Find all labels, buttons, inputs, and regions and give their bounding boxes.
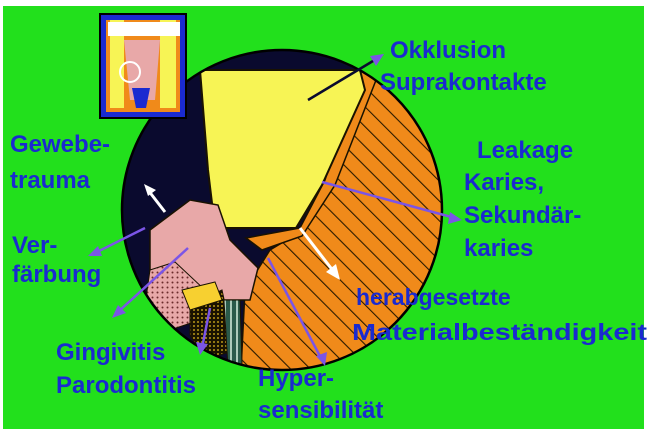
label-gewebe-2: trauma	[10, 167, 91, 194]
arrow-head-occlusion	[370, 54, 384, 66]
label-durability-1: herabgesetzte	[356, 284, 511, 310]
label-leakage-4: karies	[464, 235, 533, 262]
label-gingiv-1: Gingivitis	[56, 339, 165, 366]
label-gewebe-1: Gewebe-	[10, 131, 110, 158]
label-gingiv-2: Parodontitis	[56, 372, 196, 399]
label-occlusion-2: Suprakontakte	[380, 69, 547, 96]
tooth-cross-section-thumbnail-icon	[100, 14, 186, 118]
label-leakage-3: Sekundär-	[464, 202, 581, 229]
label-leakage-2: Karies,	[464, 169, 544, 196]
label-hyper-2: sensibilität	[258, 397, 383, 424]
label-verf-1: Ver-	[12, 232, 57, 259]
arrow-head-verf	[88, 246, 102, 256]
label-durability-2: Materialbeständigkeit	[352, 319, 647, 345]
arrow-head-leakage	[448, 212, 462, 224]
label-leakage-1: Leakage	[477, 137, 573, 164]
label-hyper-1: Hyper-	[258, 365, 334, 392]
label-occlusion-1: Okklusion	[390, 37, 506, 64]
label-verf-2: färbung	[12, 261, 101, 288]
